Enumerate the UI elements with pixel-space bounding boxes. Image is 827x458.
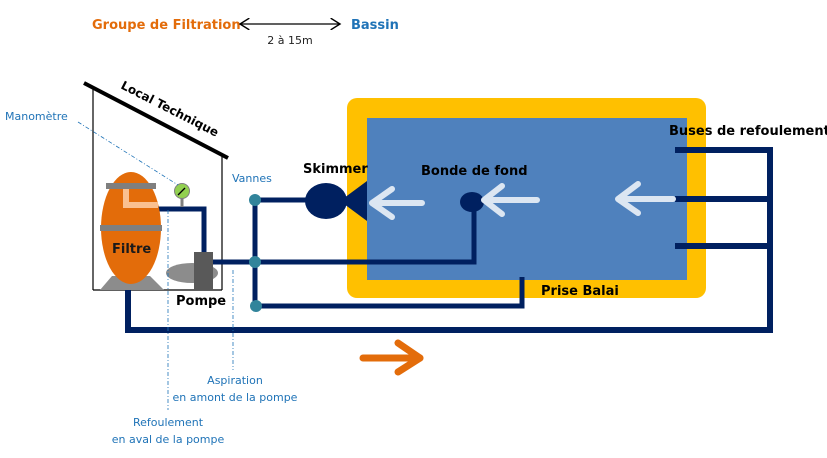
pipe-filter-pump: [158, 206, 207, 255]
header-right-title: Bassin: [351, 18, 399, 33]
flow-arrow-2: [481, 183, 540, 217]
skimmer-mouth: [340, 181, 367, 221]
valve-prise-balai[interactable]: [250, 300, 262, 312]
buses-refoulement-label: Buses de refoulement: [669, 124, 827, 139]
skimmer-body: [305, 183, 347, 219]
bonde-de-fond-label: Bonde de fond: [421, 164, 528, 179]
filter-band-middle: [100, 225, 162, 231]
pump-motor: [194, 252, 213, 290]
pipe-bonde-de-fond: [255, 200, 477, 265]
prise-balai-label: Prise Balai: [541, 284, 619, 299]
pipe-prise-balai: [255, 277, 525, 309]
filter-label: Filtre: [112, 242, 151, 257]
pipe-refoulement: [125, 147, 773, 333]
filter-inner-pipe: [123, 186, 158, 208]
leader-manometre: [77, 121, 179, 186]
flow-arrow-1: [369, 186, 425, 220]
refoulement-label-1: Refoulement: [133, 416, 204, 429]
distance-label: 2 à 15m: [267, 34, 312, 47]
pump-label: Pompe: [176, 294, 226, 309]
pipes: [125, 147, 773, 333]
filter-band-top: [106, 183, 156, 189]
header-left-title: Groupe de Filtration: [92, 18, 241, 33]
valve-bonde-de-fond[interactable]: [249, 256, 261, 268]
flow-direction-arrow-icon: [359, 339, 424, 376]
manometre-label: Manomètre: [5, 110, 68, 123]
skimmer-label: Skimmer: [303, 162, 368, 177]
bonde-de-fond-drain: [460, 192, 484, 212]
leader-lines: [77, 121, 234, 410]
flow-arrow-3: [615, 181, 676, 216]
gauge-needle: [177, 187, 186, 196]
aspiration-label-1: Aspiration: [207, 374, 263, 387]
roof-line: [83, 81, 229, 160]
valves-label: Vannes: [232, 172, 272, 185]
refoulement-label-2: en aval de la pompe: [112, 433, 225, 446]
water-flow-arrows: [369, 181, 676, 220]
aspiration-label-2: en amont de la pompe: [173, 391, 298, 404]
valve-skimmer[interactable]: [249, 194, 261, 206]
